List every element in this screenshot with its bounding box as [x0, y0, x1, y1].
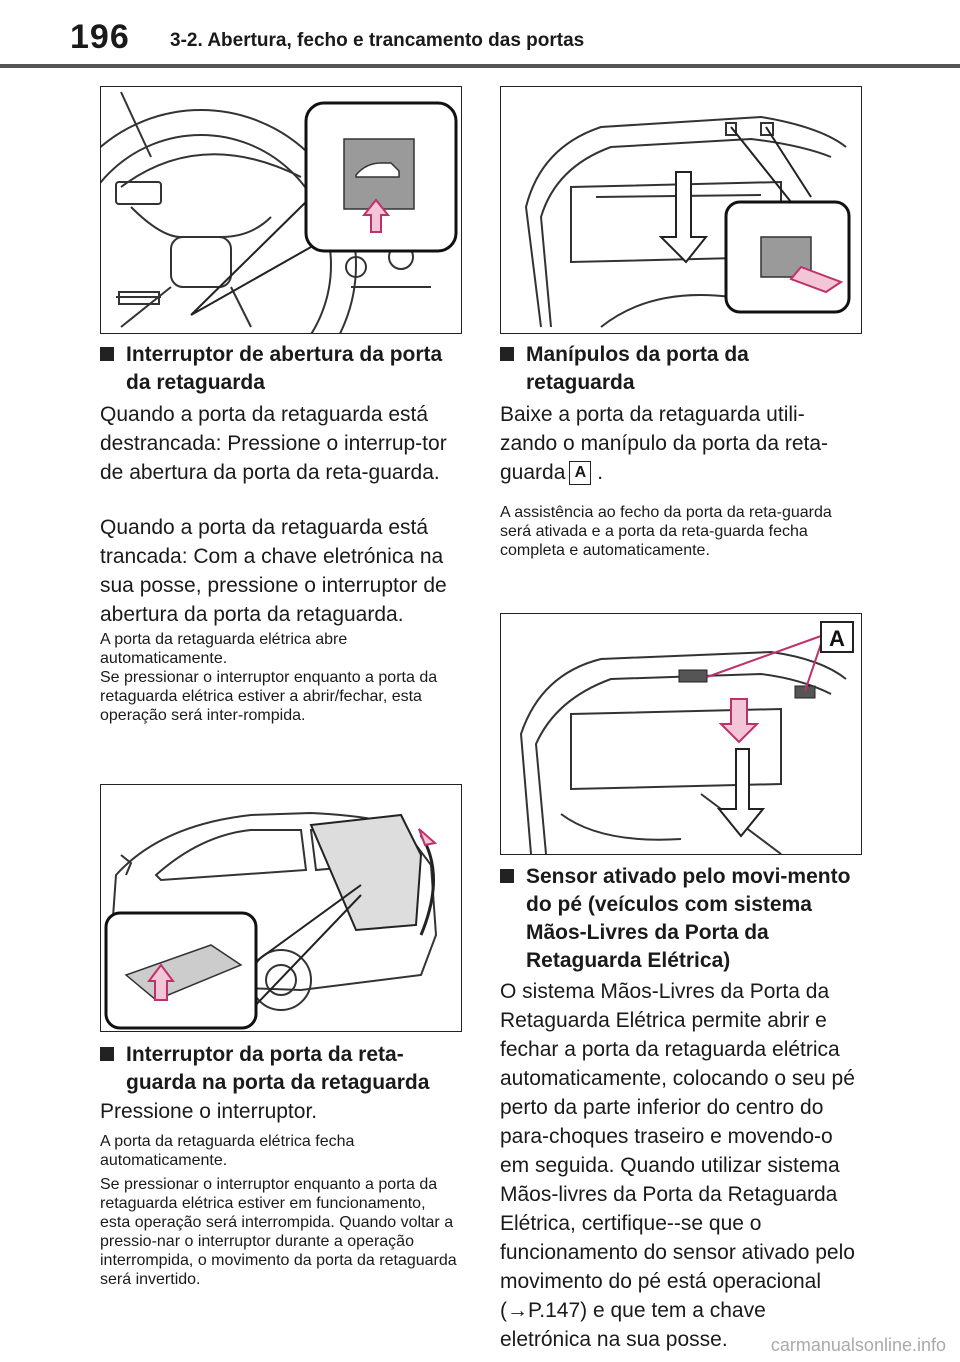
bullet-square-icon	[100, 1047, 114, 1061]
page-number: 196	[70, 18, 130, 56]
paragraph-hands-free: O sistema Mãos-Livres da Porta da Retagu…	[500, 980, 855, 1351]
bullet-square-icon	[500, 347, 514, 361]
section-title: 3-2. Abertura, fecho e trancamento das p…	[170, 30, 585, 51]
figure-handles-callout: A	[500, 613, 862, 855]
bullet-square-icon	[500, 869, 514, 883]
paragraph-lower-tailgate: Baixe a porta da retaguarda utili-zando …	[500, 403, 829, 485]
note-close-assist: A assistência ao fecho da porta da reta-…	[500, 504, 832, 559]
watermark: carmanualsonline.info	[770, 1335, 946, 1355]
note-opening-switch: A porta da retaguarda elétrica abre auto…	[100, 631, 438, 724]
heading-foot-sensor: Sensor ativado pelo movi-mento do pé (ve…	[500, 863, 860, 975]
paragraph-unlocked: Quando a porta da retaguarda está destra…	[100, 403, 447, 484]
paragraph-press-switch: Pressione o interruptor.	[100, 1100, 318, 1123]
callout-a-text: A	[829, 626, 845, 651]
figure-tailgate-handles	[500, 86, 862, 334]
page-header: 196 3-2. Abertura, fecho e trancamento d…	[0, 0, 960, 70]
callout-a-label: A	[569, 461, 592, 485]
note-interrupt-reverse: Se pressionar o interruptor enquanto a p…	[100, 1176, 457, 1288]
figure-dashboard-switch	[100, 86, 462, 334]
heading-tailgate-handles: Manípulos da porta da retaguarda	[500, 341, 860, 397]
heading-tailgate-switch: Interruptor da porta da reta-guarda na p…	[100, 1041, 460, 1097]
paragraph-locked: Quando a porta da retaguarda está tranca…	[100, 516, 447, 626]
heading-opening-switch: Interruptor de abertura da porta da reta…	[100, 341, 460, 397]
figure-car-rear-switch	[100, 784, 462, 1032]
bullet-square-icon	[100, 347, 114, 361]
note-closes-automatically: A porta da retaguarda elétrica fecha aut…	[100, 1133, 355, 1169]
header-rule	[0, 64, 960, 68]
